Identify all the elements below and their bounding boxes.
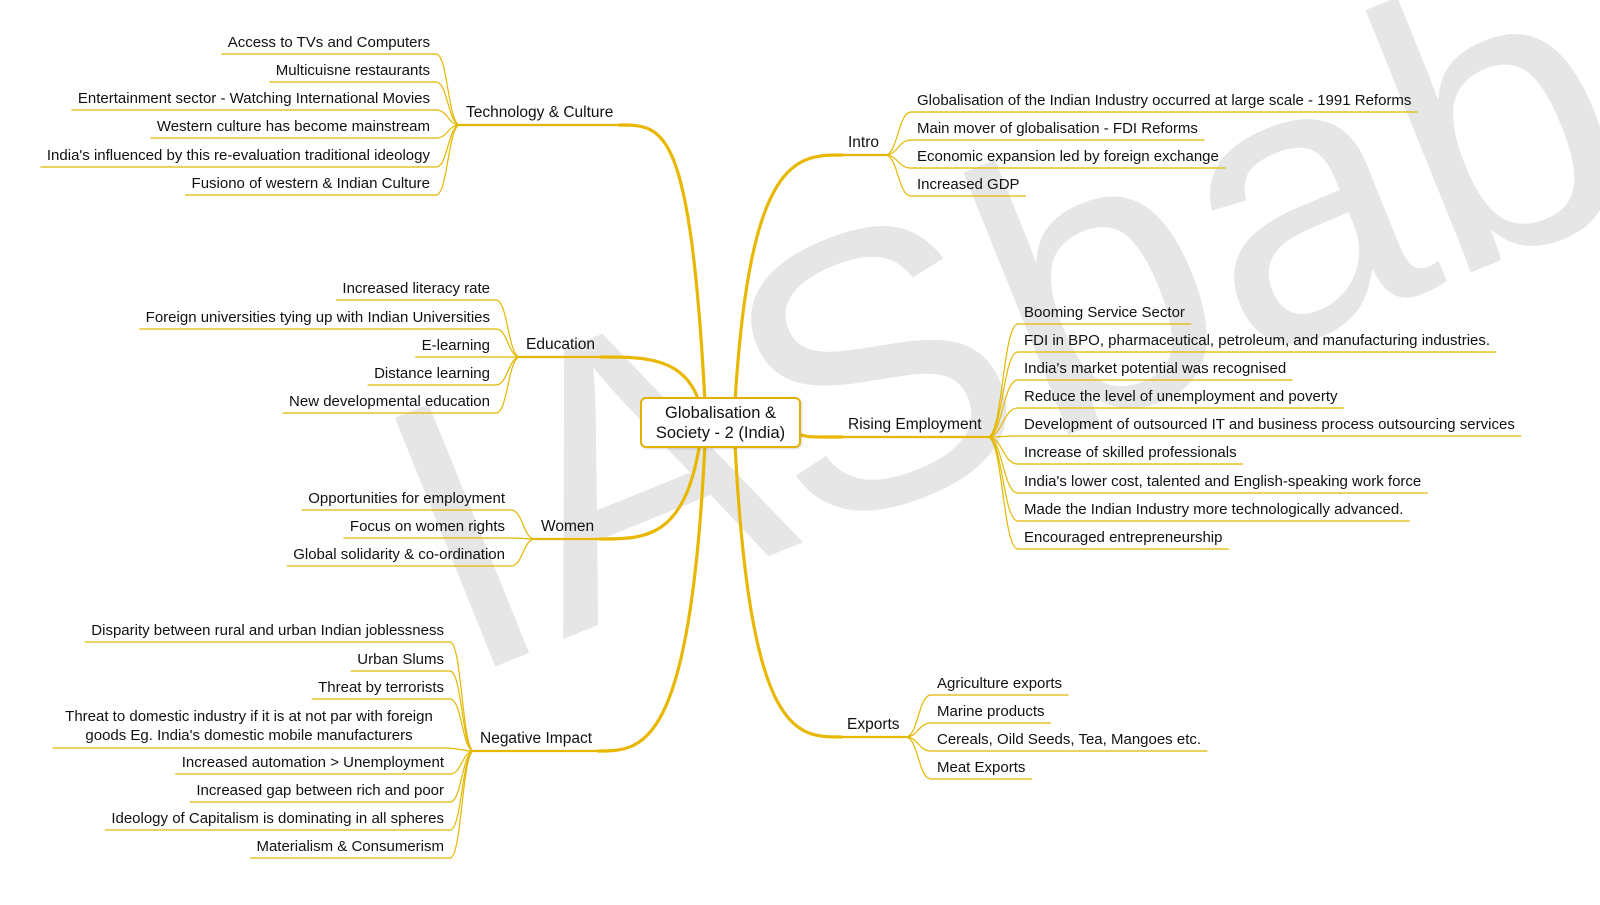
- leaf-education-2[interactable]: Foreign universities tying up with India…: [145, 309, 490, 326]
- leaf-women-3[interactable]: Global solidarity & co-ordination: [293, 546, 505, 563]
- leaf-connector-women: [510, 538, 536, 567]
- leaf-tech-2[interactable]: Multicuisne restaurants: [275, 62, 430, 79]
- leaf-connector-employment: [986, 436, 1019, 494]
- leaf-employment-8[interactable]: Made the Indian Industry more technologi…: [1024, 501, 1404, 518]
- leaf-connector-education: [495, 299, 521, 358]
- leaf-tech-1[interactable]: Access to TVs and Computers: [227, 34, 430, 51]
- leaf-education-4[interactable]: Distance learning: [374, 365, 490, 382]
- leaf-intro-1[interactable]: Globalisation of the Indian Industry occ…: [917, 92, 1412, 109]
- leaf-tech-6[interactable]: Fusiono of western & Indian Culture: [191, 175, 430, 192]
- leaf-connector-employment: [986, 436, 1019, 550]
- connector-employment: [798, 433, 844, 439]
- central-topic-line-2: Society - 2 (India): [655, 423, 786, 442]
- leaf-negative-5[interactable]: Increased automation > Unemployment: [181, 754, 444, 771]
- leaf-exports-3[interactable]: Cereals, Oild Seeds, Tea, Mangoes etc.: [937, 731, 1202, 748]
- leaf-connector-negative: [449, 750, 475, 859]
- leaf-negative-8[interactable]: Materialism & Consumerism: [256, 838, 444, 855]
- leaf-intro-4[interactable]: Increased GDP: [917, 176, 1020, 193]
- leaf-connector-tech: [435, 109, 461, 126]
- leaf-exports-4[interactable]: Meat Exports: [937, 759, 1026, 776]
- leaf-connector-employment: [986, 351, 1019, 438]
- leaf-intro-3[interactable]: Economic expansion led by foreign exchan…: [917, 148, 1219, 165]
- connector-negative: [596, 442, 707, 753]
- leaf-negative-3[interactable]: Threat by terrorists: [318, 679, 444, 696]
- leaf-connector-intro: [884, 154, 912, 197]
- leaf-education-5[interactable]: New developmental education: [289, 393, 490, 410]
- leaf-employment-1[interactable]: Booming Service Sector: [1024, 304, 1185, 321]
- leaf-employment-2[interactable]: FDI in BPO, pharmaceutical, petroleum, a…: [1024, 332, 1491, 349]
- leaf-connector-education: [495, 328, 521, 358]
- leaf-negative-1[interactable]: Disparity between rural and urban Indian…: [91, 622, 444, 639]
- leaf-tech-3[interactable]: Entertainment sector - Watching Internat…: [77, 90, 430, 107]
- leaf-employment-9[interactable]: Encouraged entrepreneurship: [1024, 529, 1223, 546]
- leaf-connector-tech: [435, 81, 461, 126]
- connector-women: [598, 440, 702, 541]
- branch-women[interactable]: Women: [541, 518, 595, 535]
- connector-intro: [733, 153, 844, 404]
- leaf-connector-employment: [986, 407, 1019, 438]
- leaf-negative-7[interactable]: Ideology of Capitalism is dominating in …: [111, 810, 444, 827]
- leaf-education-3[interactable]: E-learning: [421, 337, 490, 354]
- leaf-employment-3[interactable]: India's market potential was recognised: [1024, 360, 1287, 377]
- leaf-connector-tech: [435, 124, 461, 196]
- leaf-employment-4[interactable]: Reduce the level of unemployment and pov…: [1024, 388, 1338, 405]
- leaf-employment-7[interactable]: India's lower cost, talented and English…: [1024, 473, 1422, 490]
- leaf-women-2[interactable]: Focus on women rights: [349, 518, 505, 535]
- connector-education: [599, 355, 702, 406]
- branch-intro[interactable]: Intro: [848, 134, 880, 151]
- branch-education[interactable]: Education: [526, 336, 595, 353]
- leaf-connector-negative: [449, 641, 475, 752]
- leaf-connector-women: [510, 509, 536, 540]
- leaf-connector-employment: [986, 323, 1019, 438]
- leaf-connector-tech: [435, 53, 461, 126]
- leaf-connector-education: [495, 356, 521, 414]
- leaf-negative-2[interactable]: Urban Slums: [357, 651, 444, 668]
- central-topic-line-1: Globalisation &: [665, 403, 776, 422]
- leaf-women-1[interactable]: Opportunities for employment: [308, 490, 505, 507]
- leaf-exports-1[interactable]: Agriculture exports: [937, 675, 1063, 692]
- connector-tech: [617, 123, 707, 404]
- branch-technology-culture[interactable]: Technology & Culture: [466, 104, 614, 121]
- central-topic[interactable]: Globalisation & Society - 2 (India): [640, 397, 801, 448]
- leaf-connector-exports: [904, 722, 932, 738]
- leaf-tech-5[interactable]: India's influenced by this re-evaluation…: [46, 147, 430, 164]
- leaf-employment-5[interactable]: Development of outsourced IT and busines…: [1024, 416, 1515, 433]
- leaf-exports-2[interactable]: Marine products: [937, 703, 1045, 720]
- leaf-connector-intro: [884, 111, 912, 156]
- leaf-connector-negative: [449, 670, 475, 752]
- leaf-negative-4[interactable]: Threat to domestic industry if it is at …: [65, 708, 433, 744]
- leaf-connector-negative: [444, 747, 475, 752]
- branch-exports[interactable]: Exports: [847, 716, 900, 733]
- leaf-negative-6[interactable]: Increased gap between rich and poor: [196, 782, 444, 799]
- leaf-connector-employment: [986, 379, 1019, 438]
- connector-exports: [733, 442, 843, 739]
- leaf-connector-exports: [904, 736, 932, 780]
- leaf-connector-intro: [884, 139, 912, 156]
- leaf-connector-education: [495, 356, 521, 386]
- leaf-employment-6[interactable]: Increase of skilled professionals: [1024, 444, 1237, 461]
- leaf-connector-negative: [449, 698, 475, 752]
- leaf-tech-4[interactable]: Western culture has become mainstream: [156, 118, 430, 135]
- leaf-intro-2[interactable]: Main mover of globalisation - FDI Reform…: [917, 120, 1198, 137]
- branch-negative-impact[interactable]: Negative Impact: [480, 730, 592, 747]
- leaf-connector-exports: [904, 694, 932, 738]
- leaf-education-1[interactable]: Increased literacy rate: [342, 280, 490, 297]
- branch-rising-employment[interactable]: Rising Employment: [848, 416, 982, 433]
